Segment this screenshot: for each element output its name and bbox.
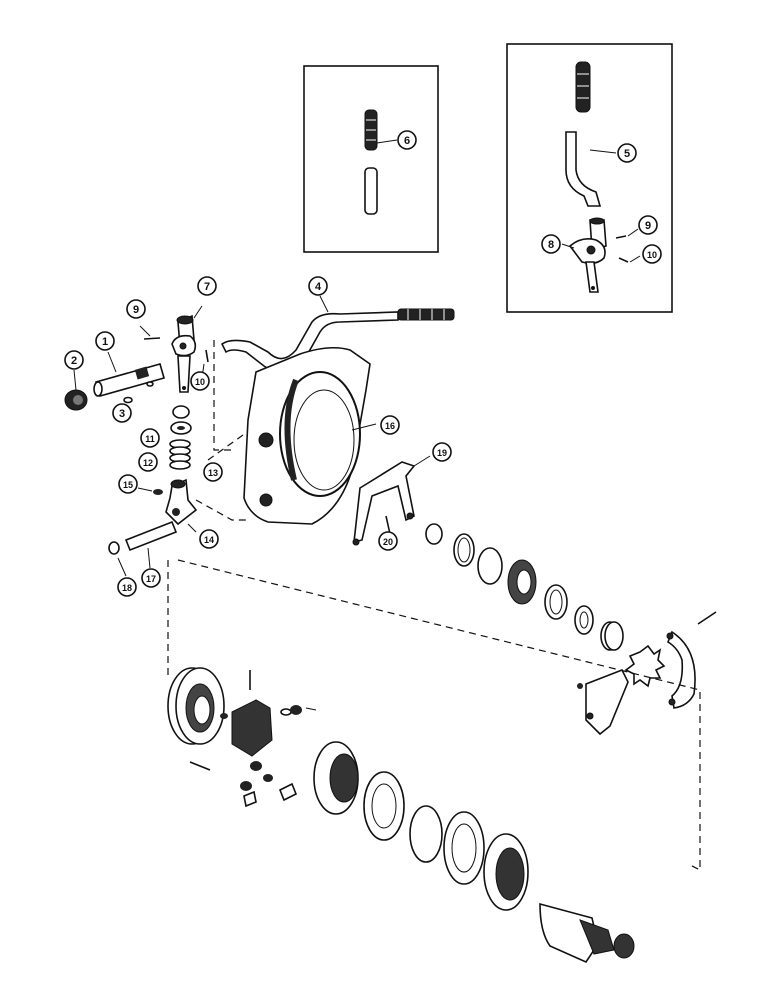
- callout-circle: [197, 276, 217, 296]
- ring-part-18: [108, 541, 120, 555]
- callout-circle: [308, 276, 328, 296]
- callout-number: 2: [71, 355, 77, 367]
- callout-number: 11: [145, 434, 155, 444]
- washer-part-12: [170, 421, 192, 435]
- callout-circle: [141, 568, 161, 588]
- pin-part-20: [385, 515, 391, 535]
- callout-c13: 13: [203, 462, 223, 482]
- callout-c10b: 10: [642, 244, 662, 264]
- bent-rod-part-5: [565, 61, 617, 207]
- callout-number: 8: [548, 239, 554, 251]
- bearing-stack-middle: [425, 523, 624, 651]
- callout-circle: [617, 143, 637, 163]
- callout-number: 16: [385, 421, 395, 431]
- shift-rod-part-4: [220, 295, 455, 375]
- clutch-plates-lower: [313, 741, 529, 911]
- release-fork-part-19: [352, 455, 431, 546]
- callout-c18: 18: [117, 577, 137, 597]
- callout-c9a: 9: [126, 299, 146, 319]
- callout-number: 15: [123, 480, 133, 490]
- callout-c11: 11: [140, 428, 160, 448]
- callout-c3: 3: [112, 403, 132, 423]
- callout-circle: [638, 215, 658, 235]
- shift-fork-part-14: [165, 478, 198, 533]
- plug-part-11: [172, 405, 190, 419]
- callout-c5: 5: [617, 143, 637, 163]
- output-shaft-lower: [539, 902, 635, 964]
- callout-c19: 19: [432, 442, 452, 462]
- callout-circle: [378, 531, 398, 551]
- callout-circle: [118, 474, 138, 494]
- callout-c2: 2: [64, 350, 84, 370]
- callout-c15: 15: [118, 474, 138, 494]
- bearing-housing-lower: [167, 667, 225, 745]
- inset-box-lever: [506, 43, 673, 313]
- callout-number: 10: [195, 377, 205, 387]
- callout-circle: [95, 331, 115, 351]
- callout-c14: 14: [199, 529, 219, 549]
- callout-number: 18: [122, 583, 132, 593]
- callout-circle: [112, 403, 132, 423]
- callout-c12: 12: [138, 452, 158, 472]
- callout-circle: [642, 244, 662, 264]
- callout-circle: [126, 299, 146, 319]
- callout-number: 6: [404, 135, 410, 147]
- shaft-part-1: [93, 351, 165, 397]
- callout-number: 9: [133, 304, 139, 316]
- callout-number: 17: [146, 574, 156, 584]
- callout-c1: 1: [95, 331, 115, 351]
- lever-part-7: [171, 305, 209, 393]
- callout-c16: 16: [380, 415, 400, 435]
- callout-number: 5: [624, 148, 630, 160]
- callout-circle: [190, 371, 210, 391]
- callout-circle: [140, 428, 160, 448]
- callout-circle: [64, 350, 84, 370]
- spring-part-13: [169, 439, 191, 470]
- callout-number: 1: [102, 336, 108, 348]
- callout-c20: 20: [378, 531, 398, 551]
- callout-number: 20: [383, 537, 393, 547]
- callout-circle: [199, 529, 219, 549]
- lever-arm-part-8: [561, 217, 641, 293]
- callout-c17: 17: [141, 568, 161, 588]
- callout-number: 14: [204, 535, 214, 545]
- callout-c10a: 10: [190, 371, 210, 391]
- callout-c4: 4: [308, 276, 328, 296]
- right-clamp-parts: [577, 611, 717, 736]
- callout-circle: [138, 452, 158, 472]
- callout-circle: [541, 234, 561, 254]
- callout-number: 7: [204, 281, 210, 293]
- callout-c8: 8: [541, 234, 561, 254]
- callout-number: 12: [143, 458, 153, 468]
- callout-c7: 7: [197, 276, 217, 296]
- ball-part-15: [153, 489, 163, 495]
- hub-lower: [220, 670, 317, 757]
- inset-box-rod: [303, 65, 439, 253]
- pin-part-9: [143, 337, 161, 340]
- pin-part-17: [124, 520, 178, 552]
- callout-c6: 6: [397, 130, 417, 150]
- callout-number: 4: [315, 281, 322, 293]
- callout-circle: [397, 130, 417, 150]
- small-parts-lower: [189, 761, 298, 808]
- callout-number: 9: [645, 220, 651, 232]
- callout-number: 19: [437, 448, 447, 458]
- callout-circle: [432, 442, 452, 462]
- housing-part-16: [243, 346, 377, 525]
- callout-circle: [380, 415, 400, 435]
- callout-circle: [203, 462, 223, 482]
- callout-number: 10: [647, 250, 657, 260]
- callout-c9b: 9: [638, 215, 658, 235]
- rod-part-6: [364, 109, 398, 215]
- callout-number: 13: [208, 468, 218, 478]
- callout-circle: [117, 577, 137, 597]
- nut-part-2: [64, 369, 88, 411]
- callout-number: 3: [119, 408, 125, 420]
